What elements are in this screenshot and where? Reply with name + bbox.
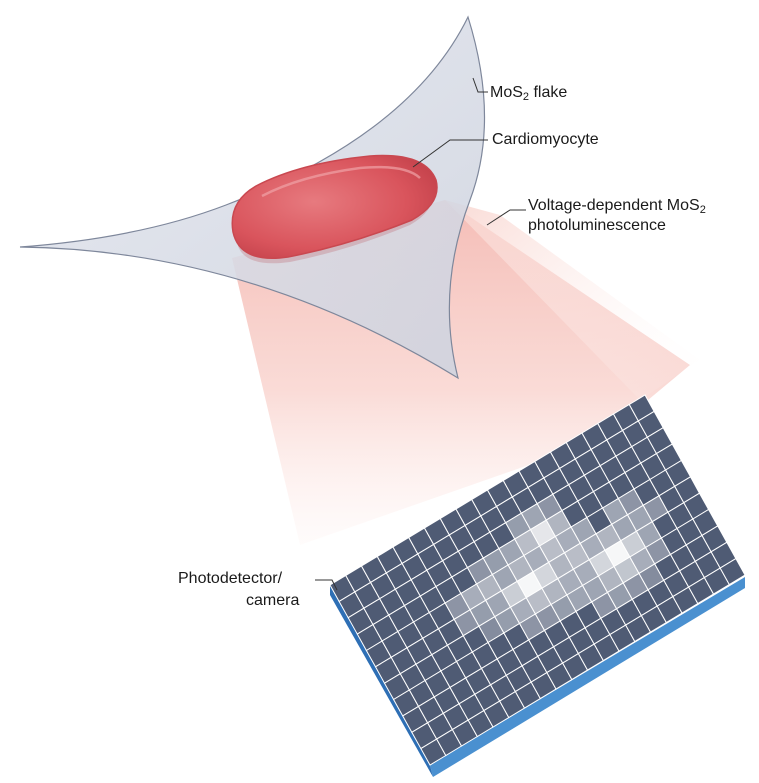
label-photoluminescence-line2: photoluminescence xyxy=(528,217,666,234)
sensor-pixel xyxy=(719,557,746,586)
label-mos2-flake-main: MoS xyxy=(490,84,523,101)
leader-lines xyxy=(315,77,526,591)
label-photodetector-line2: camera xyxy=(246,592,300,609)
label-mos2-flake-subscript: 2 xyxy=(522,91,530,103)
label-photoluminescence-subscript: 2 xyxy=(699,204,706,216)
label-photoluminescence-main: Voltage-dependent MoS xyxy=(528,197,700,214)
photoluminescence-glow-right xyxy=(445,200,700,400)
label-mos2-flake: MoS2 flake xyxy=(490,83,567,107)
detector-side-left xyxy=(330,585,433,777)
photodetector-sensor xyxy=(329,394,746,766)
cell-highlight xyxy=(261,165,421,198)
label-mos2-flake-tail: flake xyxy=(529,84,568,101)
label-photodetector-line1: Photodetector/ xyxy=(178,570,283,587)
detector-side-front xyxy=(430,577,745,777)
leader-line-flake xyxy=(472,77,488,93)
cardiomyocyte-cell xyxy=(231,154,438,259)
label-cardiomyocyte: Cardiomyocyte xyxy=(492,131,599,148)
leader-line-photoluminescence xyxy=(486,209,526,226)
label-photoluminescence-line1: Voltage-dependent MoS2 xyxy=(528,196,706,220)
leader-line-cell xyxy=(412,139,488,168)
leader-line-detector xyxy=(315,579,338,591)
